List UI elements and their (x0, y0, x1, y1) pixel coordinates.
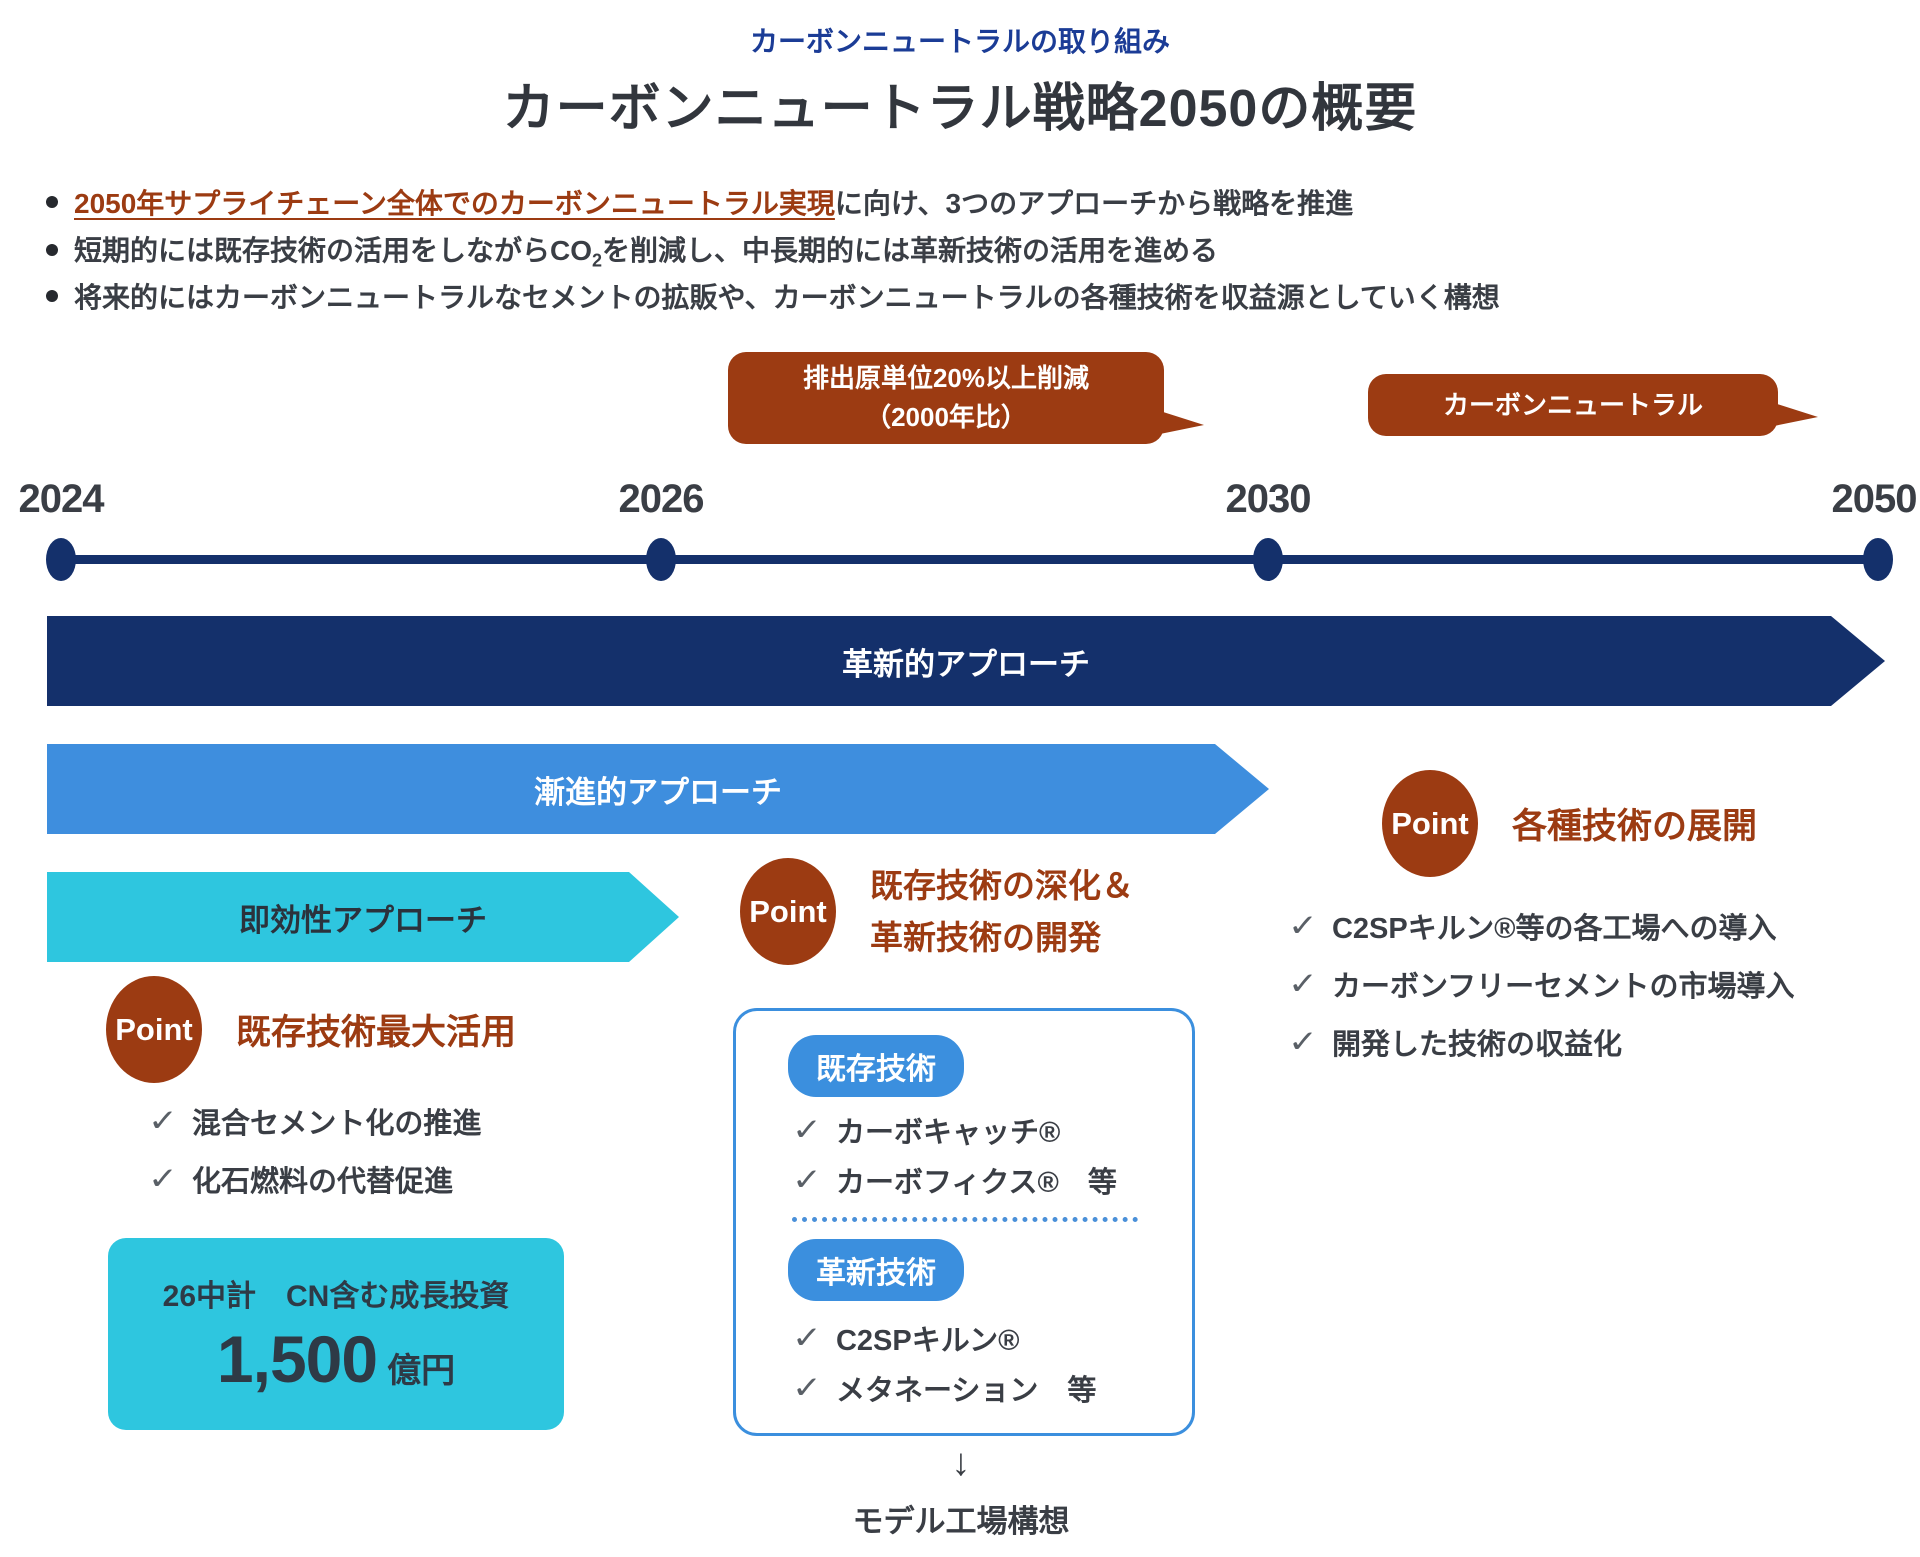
check-icon: ✓ (1288, 966, 1318, 1001)
bullet-dot-icon (46, 196, 58, 208)
bubble-text: （2000年比） (865, 402, 1027, 432)
bubble-tail-icon (1160, 411, 1204, 434)
check-icon: ✓ (148, 1161, 178, 1196)
investment-unit: 億円 (387, 1352, 456, 1390)
innovative-tech-pill: 革新技術 (788, 1239, 964, 1301)
check-label: 混合セメント化の推進 (191, 1108, 482, 1140)
point-left: Point 既存技術最大活用 (106, 976, 516, 1083)
arrow-gradual-approach: 漸進的アプローチ (47, 744, 1269, 834)
point-right-title: 各種技術の展開 (1512, 807, 1758, 846)
check-item: ✓ カーボキャッチ® (792, 1109, 1061, 1151)
check-label: C2SPキルン®等の各工場への導入 (1331, 913, 1777, 945)
model-factory-label: モデル工場構想 (852, 1504, 1070, 1539)
bullet-dot-icon (46, 244, 58, 257)
point-middle-title: 既存技術の深化＆ 革新技術の開発 (870, 867, 1134, 956)
timeline-dot-2026 (646, 538, 676, 581)
check-item: ✓ C2SPキルン®等の各工場への導入 (1288, 905, 1777, 947)
check-label: カーボンフリーセメントの市場導入 (1331, 971, 1795, 1003)
check-label: メタネーション 等 (835, 1375, 1097, 1407)
bullet-text: 将来的にはカーボンニュートラルなセメントの拡販や、カーボンニュートラルの各種技術… (74, 282, 1500, 313)
down-arrow-icon: ↓ (951, 1442, 971, 1484)
point-badge: Point (1382, 770, 1478, 877)
bullet-text: 短期的には既存技術の活用をしながらCO2を削減し、中長期的には革新技術の活用を進… (74, 235, 1219, 271)
bullet-text: に向け、3つのアプローチから戦略を推進 (834, 188, 1354, 219)
investment-box: 26中計 CN含む成長投資 1,500 億円 (108, 1238, 564, 1430)
milestone-bubble-2050: カーボンニュートラル (1368, 374, 1818, 436)
check-item: ✓ カーボフィクス® 等 (792, 1159, 1117, 1201)
arrow-label: 漸進的アプローチ (534, 774, 782, 810)
bubble-text: カーボンニュートラル (1442, 389, 1703, 420)
bullet-item: 将来的にはカーボンニュートラルなセメントの拡販や、カーボンニュートラルの各種技術… (46, 276, 1500, 316)
bubble-tail-icon (1774, 403, 1818, 426)
carbon-neutral-link[interactable]: 2050年サプライチェーン全体でのカーボンニュートラル実現 (74, 188, 835, 219)
point-middle: Point 既存技術の深化＆ 革新技術の開発 (740, 858, 1134, 965)
check-item: ✓ カーボンフリーセメントの市場導入 (1288, 963, 1795, 1005)
point-left-title: 既存技術最大活用 (236, 1013, 517, 1052)
page-subtitle: カーボンニュートラルの取り組み (749, 26, 1170, 57)
check-icon: ✓ (792, 1370, 822, 1405)
check-item: ✓ 混合セメント化の推進 (148, 1100, 482, 1142)
check-item: ✓ メタネーション 等 (792, 1367, 1097, 1409)
year-label-2026: 2026 (618, 477, 705, 521)
investment-caption: 26中計 CN含む成長投資 (162, 1280, 510, 1313)
investment-amount: 1,500 (216, 1322, 378, 1396)
check-icon: ✓ (792, 1112, 822, 1147)
year-label-2024: 2024 (18, 477, 105, 521)
timeline-line (50, 555, 1886, 564)
point-badge: Point (106, 976, 202, 1083)
check-icon: ✓ (1288, 1024, 1318, 1059)
timeline-dot-2030 (1253, 538, 1283, 581)
arrow-label: 革新的アプローチ (842, 646, 1090, 682)
check-label: 化石燃料の代替促進 (191, 1166, 453, 1198)
year-label-2030: 2030 (1225, 477, 1312, 521)
page-title: カーボンニュートラル戦略2050の概要 (502, 80, 1418, 138)
check-icon: ✓ (792, 1320, 822, 1355)
check-item: ✓ C2SPキルン® (792, 1317, 1020, 1359)
dotted-divider (792, 1217, 1138, 1222)
existing-tech-pill: 既存技術 (788, 1035, 964, 1097)
check-item: ✓ 開発した技術の収益化 (1288, 1021, 1622, 1063)
point-right: Point 各種技術の展開 (1382, 770, 1757, 877)
bullet-dot-icon (46, 290, 58, 302)
year-label-2050: 2050 (1831, 477, 1918, 521)
check-label: 開発した技術の収益化 (1331, 1029, 1622, 1061)
timeline-dot-2024 (46, 538, 76, 581)
timeline-dot-2050 (1863, 538, 1893, 581)
check-label: カーボフィクス® 等 (835, 1167, 1117, 1199)
point-badge: Point (740, 858, 836, 965)
arrow-label: 即効性アプローチ (239, 902, 487, 938)
check-label: カーボキャッチ® (835, 1117, 1061, 1149)
arrow-innovative-approach: 革新的アプローチ (47, 616, 1885, 706)
technology-box: 既存技術 ✓ カーボキャッチ® ✓ カーボフィクス® 等 革新技術 ✓ C2SP… (733, 1008, 1195, 1436)
arrow-immediate-approach: 即効性アプローチ (47, 872, 679, 962)
bubble-text: 排出原単位20%以上削減 (802, 363, 1090, 393)
investment-amount-row: 1,500 億円 (217, 1321, 455, 1397)
check-label: C2SPキルン® (835, 1325, 1020, 1357)
check-item: ✓ 化石燃料の代替促進 (148, 1158, 453, 1200)
check-icon: ✓ (1288, 908, 1318, 943)
bullet-item: 短期的には既存技術の活用をしながらCO2を削減し、中長期的には革新技術の活用を進… (46, 229, 1218, 272)
check-icon: ✓ (148, 1103, 178, 1138)
bullet-item: 2050年サプライチェーン全体でのカーボンニュートラル実現に向け、3つのアプロー… (46, 182, 1353, 222)
milestone-bubble-2030: 排出原単位20%以上削減 （2000年比） (728, 352, 1204, 444)
check-icon: ✓ (792, 1162, 822, 1197)
